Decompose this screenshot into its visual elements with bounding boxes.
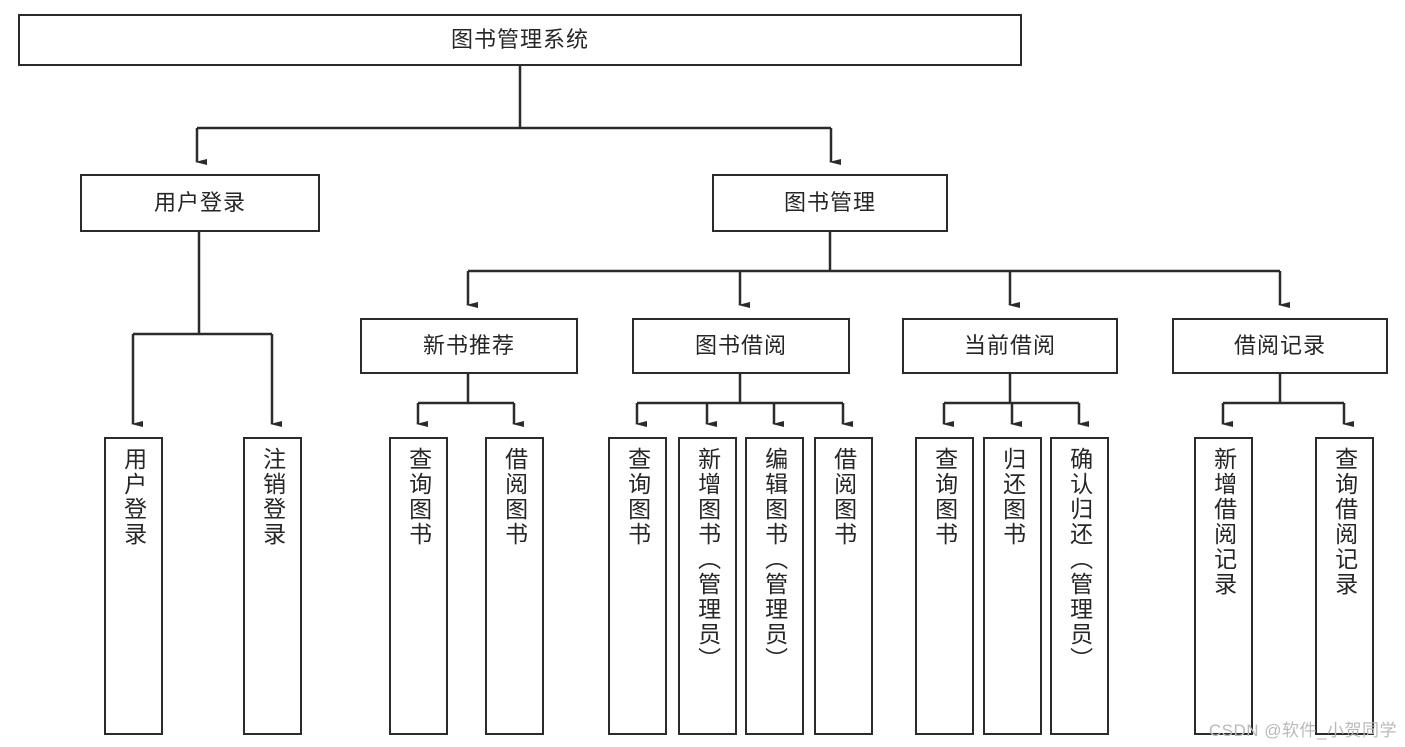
node-label: 查询图书 xyxy=(405,447,432,547)
node-label: 当前借阅 xyxy=(963,333,1056,359)
node-label: 用户登录 xyxy=(120,447,147,547)
node-leaf-confirm-return-admin[interactable]: 确认归还（管理员） xyxy=(1050,437,1109,735)
node-new-book-recommend[interactable]: 新书推荐 xyxy=(360,318,578,374)
node-label: 确认归还（管理员） xyxy=(1066,447,1093,672)
node-label: 新增图书（管理员） xyxy=(694,447,721,672)
node-label: 编辑图书（管理员） xyxy=(761,447,788,672)
node-label: 图书管理系统 xyxy=(450,27,589,53)
node-leaf-query-borrow-record[interactable]: 查询借阅记录 xyxy=(1315,437,1374,735)
node-label: 借阅记录 xyxy=(1233,333,1326,359)
node-label: 新增借阅记录 xyxy=(1210,447,1237,597)
node-label: 图书借阅 xyxy=(694,333,787,359)
csdn-watermark: CSDN @软件_小贺同学 xyxy=(1208,721,1397,740)
node-book-borrow[interactable]: 图书借阅 xyxy=(632,318,850,374)
node-leaf-query-book-current[interactable]: 查询图书 xyxy=(915,437,974,735)
node-current-borrow[interactable]: 当前借阅 xyxy=(902,318,1118,374)
node-label: 归还图书 xyxy=(999,447,1026,547)
node-leaf-add-book-admin[interactable]: 新增图书（管理员） xyxy=(678,437,737,735)
node-leaf-add-borrow-record[interactable]: 新增借阅记录 xyxy=(1194,437,1253,735)
node-user-login[interactable]: 用户登录 xyxy=(80,174,320,232)
node-label: 借阅图书 xyxy=(501,447,528,547)
node-leaf-return-book[interactable]: 归还图书 xyxy=(983,437,1042,735)
node-label: 新书推荐 xyxy=(422,333,515,359)
node-leaf-borrow-book[interactable]: 借阅图书 xyxy=(814,437,873,735)
node-leaf-query-book-borrow[interactable]: 查询图书 xyxy=(608,437,667,735)
node-label: 查询图书 xyxy=(931,447,958,547)
node-leaf-query-book-recommend[interactable]: 查询图书 xyxy=(389,437,448,735)
node-label: 查询图书 xyxy=(624,447,651,547)
node-leaf-user-login[interactable]: 用户登录 xyxy=(104,437,163,735)
node-label: 注销登录 xyxy=(259,447,286,547)
node-label: 用户登录 xyxy=(153,190,246,216)
node-leaf-logout-login[interactable]: 注销登录 xyxy=(243,437,302,735)
node-root-book-management-system[interactable]: 图书管理系统 xyxy=(18,14,1022,66)
node-leaf-edit-book-admin[interactable]: 编辑图书（管理员） xyxy=(745,437,804,735)
node-label: 借阅图书 xyxy=(830,447,857,547)
node-borrow-record[interactable]: 借阅记录 xyxy=(1172,318,1388,374)
node-label: 查询借阅记录 xyxy=(1331,447,1358,597)
node-label: 图书管理 xyxy=(783,190,876,216)
node-book-management[interactable]: 图书管理 xyxy=(712,174,948,232)
node-leaf-borrow-book-recommend[interactable]: 借阅图书 xyxy=(485,437,544,735)
